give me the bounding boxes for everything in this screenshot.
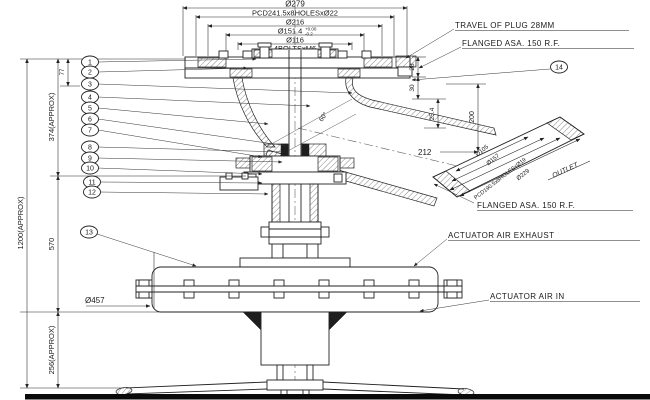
svg-text:2: 2 bbox=[88, 70, 92, 77]
svg-text:9: 9 bbox=[88, 156, 92, 163]
bonnet-flange bbox=[184, 42, 417, 79]
dim-279: Ø279 bbox=[285, 0, 305, 9]
balloon-14: 14 bbox=[411, 60, 568, 82]
dim-77: 77 bbox=[60, 68, 66, 75]
balloon-3: 3 bbox=[81, 77, 353, 95]
svg-text:14: 14 bbox=[555, 65, 563, 72]
balloon-12: 12 bbox=[83, 185, 269, 199]
note-actuator-air-in: ACTUATOR AIR IN bbox=[490, 292, 565, 301]
dim-200: 200 bbox=[469, 111, 476, 123]
note-travel-of-plug: TRAVEL OF PLUG 28MM bbox=[455, 21, 555, 30]
dim-216: Ø216 bbox=[286, 18, 304, 27]
balloon-13: 13 bbox=[80, 225, 197, 267]
top-dimension-ladder: Ø279 PCD241.5x8HOLESxØ22 Ø216 Ø151.4 +0.… bbox=[182, 0, 408, 56]
lower-cone-and-base bbox=[25, 311, 650, 400]
actuator: Ø457 bbox=[85, 221, 463, 313]
dim-151-tol-upper: +0.00 bbox=[305, 27, 317, 32]
dim-1200: 1200(APPROX) bbox=[16, 196, 25, 249]
dim-457: Ø457 bbox=[85, 296, 105, 305]
svg-text:12: 12 bbox=[88, 190, 96, 197]
svg-text:4: 4 bbox=[88, 95, 92, 102]
svg-text:5: 5 bbox=[88, 106, 92, 113]
dim-116: Ø116 bbox=[286, 36, 304, 45]
outlet-label: OUTLET bbox=[551, 161, 580, 179]
svg-text:6: 6 bbox=[88, 117, 92, 124]
outlet-flange: Ø105 Ø157 PCD190.5x8HOLESxØ19 Ø229 OUTLE… bbox=[432, 116, 591, 201]
dim-28: 28 bbox=[409, 63, 416, 71]
dim-pcd241: PCD241.5x8HOLESxØ22 bbox=[252, 9, 338, 18]
balloon-10: 10 bbox=[81, 161, 263, 176]
dim-151: Ø151.4 bbox=[278, 27, 303, 36]
svg-text:8: 8 bbox=[88, 145, 92, 152]
stem-and-gland bbox=[219, 50, 355, 223]
note-actuator-air-exhaust: ACTUATOR AIR EXHAUST bbox=[448, 231, 554, 240]
dim-25-4: 25.4 bbox=[429, 107, 436, 120]
dim-30: 30 bbox=[409, 84, 416, 92]
annotation-notes: TRAVEL OF PLUG 28MM FLANGED ASA. 150 R.F… bbox=[405, 21, 640, 313]
note-flanged-outlet: FLANGED ASA. 150 R.F. bbox=[477, 201, 575, 210]
dim-151-tol-lower: -0.2 bbox=[305, 32, 313, 37]
balloon-8: 8 bbox=[81, 140, 286, 154]
svg-text:3: 3 bbox=[88, 82, 92, 89]
note-flanged-top: FLANGED ASA. 150 R.F. bbox=[462, 39, 560, 48]
dim-seat-angle: 60° bbox=[317, 110, 329, 123]
svg-text:11: 11 bbox=[88, 180, 95, 187]
svg-text:13: 13 bbox=[85, 230, 93, 237]
outlet-dim-od: Ø229 bbox=[516, 168, 532, 182]
dim-212: 212 bbox=[418, 148, 432, 157]
svg-text:7: 7 bbox=[88, 128, 92, 135]
balloon-7: 7 bbox=[81, 123, 263, 158]
dim-256: 256(APPROX) bbox=[47, 325, 56, 374]
dim-4bolts: 4BOLTSxM6 bbox=[274, 44, 316, 53]
dim-374: 374(APPROX) bbox=[47, 92, 56, 141]
right-dimensions: 28 30 25.4 200 212 bbox=[409, 56, 486, 157]
svg-text:1: 1 bbox=[88, 60, 92, 67]
sheet-border-bar bbox=[25, 394, 650, 400]
actuator-bolts bbox=[138, 279, 458, 299]
dim-570: 570 bbox=[47, 238, 56, 251]
svg-text:10: 10 bbox=[86, 166, 94, 173]
balloon-callouts: 1 2 3 4 5 6 7 8 9 10 11 12 13 14 bbox=[80, 55, 568, 267]
balloon-5: 5 bbox=[81, 101, 269, 126]
left-dimensions: 1200(APPROX) 374(APPROX) 570 256(APPROX)… bbox=[16, 58, 260, 389]
balloon-4: 4 bbox=[81, 90, 311, 108]
